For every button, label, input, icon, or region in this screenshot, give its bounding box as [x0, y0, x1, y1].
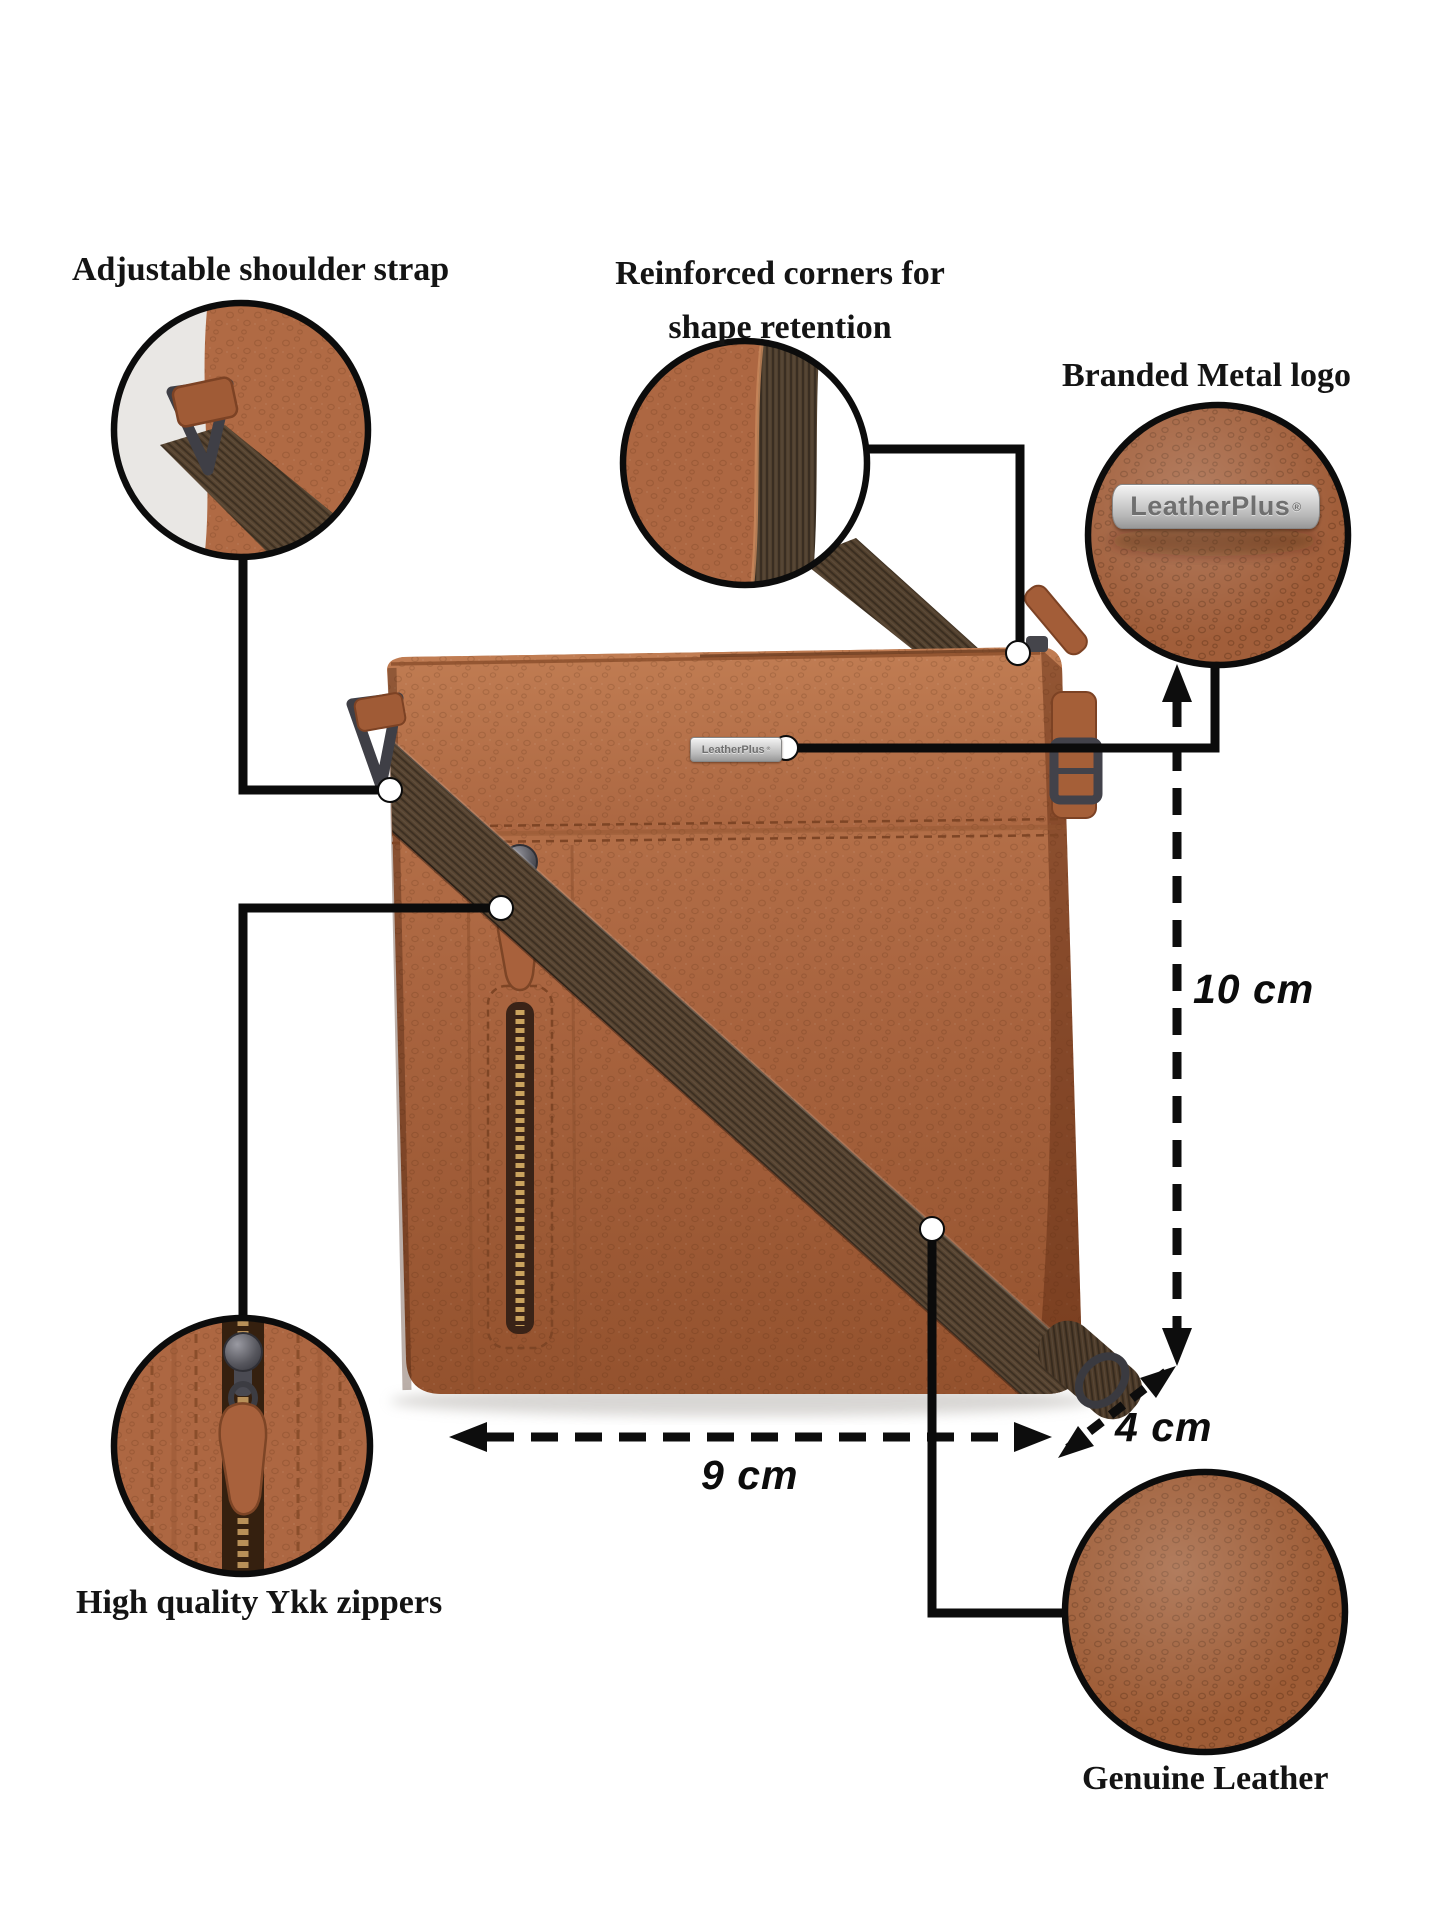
connector-logo [730, 642, 1220, 753]
callout-connectors [238, 444, 1220, 1618]
depth-dimension-label: 4 cm [1115, 1404, 1213, 1450]
corners-callout-label: Reinforced corners for shape retention [570, 247, 990, 354]
brand-plate-text: LeatherPlus [1130, 491, 1291, 521]
arrow-down-icon [1162, 1328, 1192, 1366]
logo-callout-label: Branded Metal logo [1062, 357, 1351, 394]
width-dimension-line [449, 1422, 1052, 1452]
strap-anchor-ring [346, 692, 407, 792]
top-zipper-pull [1024, 584, 1088, 656]
leather-callout-label: Genuine Leather [1082, 1760, 1329, 1797]
strap-tail [1037, 1320, 1143, 1420]
connector-dot [919, 1216, 945, 1242]
connector-zippers [238, 903, 497, 1322]
zipper-detail-circle [110, 1314, 374, 1578]
brand-plate-large: LeatherPlus® [1112, 484, 1320, 529]
height-dimension-label: 10 cm [1193, 966, 1315, 1012]
leather-detail-circle [1061, 1468, 1349, 1756]
arrow-left-icon [449, 1422, 487, 1452]
connector-strap [238, 555, 386, 795]
strap-detail-circle [110, 299, 372, 561]
bag-photo [346, 584, 1143, 1420]
depth-dimension-line [1058, 1366, 1176, 1458]
strap-adjuster [1049, 691, 1103, 819]
arrow-up-right-icon [1140, 1366, 1176, 1398]
arrow-down-left-icon [1058, 1426, 1094, 1458]
corner-detail-circle [619, 337, 871, 589]
brand-plate-on-bag: LeatherPlus® [690, 737, 782, 762]
connector-dots [377, 640, 1031, 1242]
logo-detail-circle [1084, 401, 1352, 669]
strap-upper-segment [800, 538, 980, 657]
arrow-right-icon [1014, 1422, 1052, 1452]
corners-label-line1: Reinforced corners for [615, 255, 945, 292]
connector-leather [927, 1232, 1063, 1618]
connector-dot [488, 895, 514, 921]
zippers-callout-label: High quality Ykk zippers [76, 1584, 443, 1621]
width-dimension-label: 9 cm [701, 1452, 799, 1498]
corners-label-line2: shape retention [668, 308, 892, 346]
connector-dot [1005, 640, 1031, 666]
connector-corners [865, 444, 1025, 650]
height-dimension-line [1162, 664, 1192, 1366]
arrow-up-icon [1162, 664, 1192, 702]
strap-callout-label: Adjustable shoulder strap [72, 251, 450, 288]
connector-dot [377, 777, 403, 803]
brand-reg-mark-small: ® [766, 747, 771, 752]
brand-plate-text-small: LeatherPlus [701, 743, 765, 756]
brand-reg-mark: ® [1292, 499, 1302, 514]
